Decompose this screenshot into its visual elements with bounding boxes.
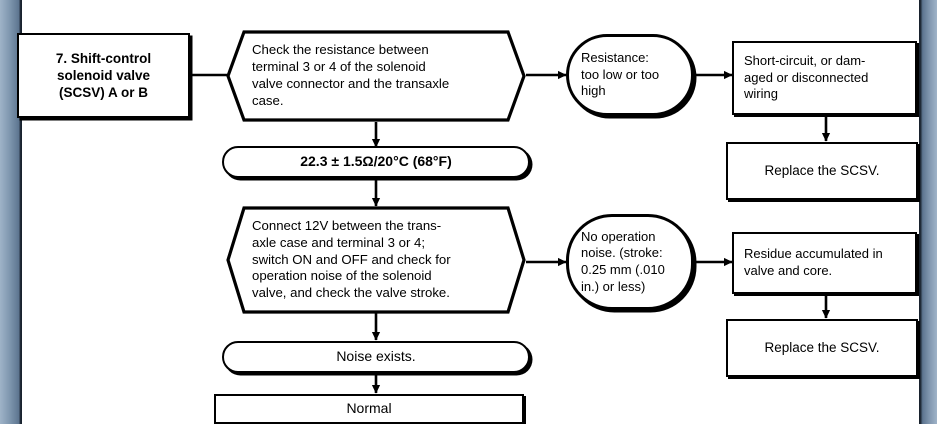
node-noise-exists[interactable]: Noise exists. (222, 341, 530, 373)
node-check-resistance[interactable]: Check the resistance between terminal 3 … (226, 30, 526, 122)
page-edge-strip-right (919, 0, 937, 424)
node-replace-scsv-bottom[interactable]: Replace the SCSV. (726, 319, 918, 377)
page-edge-strip-left (0, 0, 22, 424)
node-resistance-fault[interactable]: Resistance: too low or too high (566, 34, 694, 116)
hexagon-outline (226, 30, 526, 122)
node-start[interactable]: 7. Shift-control solenoid valve (SCSV) A… (17, 33, 190, 118)
node-residue-label: Residue accumulated in valve and core. (744, 246, 883, 278)
node-normal-label: Normal (346, 400, 392, 417)
node-noise-exists-label: Noise exists. (336, 348, 416, 365)
node-replace-scsv-bottom-label: Replace the SCSV. (764, 340, 880, 356)
node-residue[interactable]: Residue accumulated in valve and core. (732, 232, 917, 294)
node-replace-scsv-top-label: Replace the SCSV. (764, 163, 880, 179)
node-spec-resistance-label: 22.3 ± 1.5Ω/20°C (68°F) (300, 153, 452, 170)
node-resistance-fault-label: Resistance: too low or too high (581, 50, 660, 99)
node-spec-resistance[interactable]: 22.3 ± 1.5Ω/20°C (68°F) (222, 146, 530, 178)
node-short-circuit[interactable]: Short-circuit, or dam- aged or disconnec… (732, 41, 917, 115)
node-replace-scsv-top[interactable]: Replace the SCSV. (726, 142, 918, 200)
node-short-circuit-label: Short-circuit, or dam- aged or disconnec… (744, 53, 869, 102)
node-check-resistance-label: Check the resistance between terminal 3 … (252, 42, 450, 108)
node-no-operation-noise-label: No operation noise. (stroke: 0.25 mm (.0… (581, 228, 665, 294)
node-normal[interactable]: Normal (214, 394, 524, 424)
hexagon-outline (226, 206, 526, 314)
node-connect-12v[interactable]: Connect 12V between the trans- axle case… (226, 206, 526, 314)
node-no-operation-noise[interactable]: No operation noise. (stroke: 0.25 mm (.0… (566, 214, 694, 310)
node-start-label: 7. Shift-control solenoid valve (SCSV) A… (55, 50, 152, 101)
node-connect-12v-label: Connect 12V between the trans- axle case… (252, 217, 451, 301)
